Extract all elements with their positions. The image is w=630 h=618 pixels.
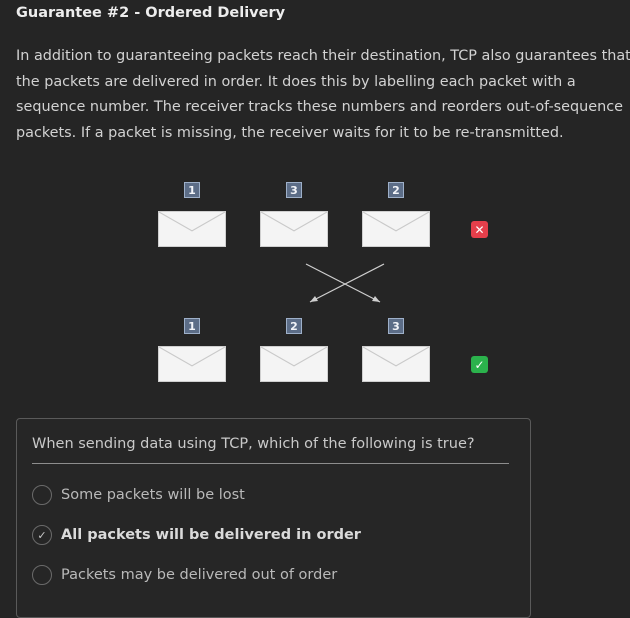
envelope-icon bbox=[362, 346, 430, 382]
packet-order-diagram: 1 3 2 ✕ 1 2 3 ✓ bbox=[158, 182, 488, 382]
checkmark-icon: ✓ bbox=[37, 528, 47, 542]
quiz-option[interactable]: ✓ All packets will be delivered in order bbox=[32, 524, 361, 546]
paragraph-line: In addition to guaranteeing packets reac… bbox=[16, 48, 630, 64]
envelope-icon bbox=[260, 211, 328, 247]
quiz-option[interactable]: Some packets will be lost bbox=[32, 484, 245, 506]
sequence-number-badge: 3 bbox=[388, 318, 404, 334]
swap-arrows-icon bbox=[305, 263, 385, 303]
sequence-number-badge: 2 bbox=[388, 182, 404, 198]
option-label: All packets will be delivered in order bbox=[61, 527, 361, 543]
envelope-icon bbox=[158, 211, 226, 247]
sequence-number-badge: 1 bbox=[184, 318, 200, 334]
envelope-icon bbox=[158, 346, 226, 382]
option-label: Some packets will be lost bbox=[61, 487, 245, 503]
radio-button[interactable] bbox=[32, 565, 52, 585]
x-icon: ✕ bbox=[471, 221, 488, 238]
quiz-option[interactable]: Packets may be delivered out of order bbox=[32, 564, 337, 586]
radio-button[interactable] bbox=[32, 485, 52, 505]
explanation-paragraph: In addition to guaranteeing packets reac… bbox=[16, 44, 630, 146]
sequence-number-badge: 3 bbox=[286, 182, 302, 198]
sequence-number-badge: 1 bbox=[184, 182, 200, 198]
paragraph-line: sequence number. The receiver tracks the… bbox=[16, 99, 623, 115]
envelope-icon bbox=[362, 211, 430, 247]
quiz-question: When sending data using TCP, which of th… bbox=[32, 436, 509, 464]
quiz-card: When sending data using TCP, which of th… bbox=[16, 418, 531, 618]
paragraph-line: the packets are delivered in order. It d… bbox=[16, 73, 576, 90]
paragraph-line: packets. If a packet is missing, the rec… bbox=[16, 124, 564, 141]
sequence-number-badge: 2 bbox=[286, 318, 302, 334]
page-title: Guarantee #2 - Ordered Delivery bbox=[16, 5, 286, 21]
radio-button-checked[interactable]: ✓ bbox=[32, 525, 52, 545]
option-label: Packets may be delivered out of order bbox=[61, 567, 338, 583]
envelope-icon bbox=[260, 346, 328, 382]
check-icon: ✓ bbox=[471, 356, 488, 373]
